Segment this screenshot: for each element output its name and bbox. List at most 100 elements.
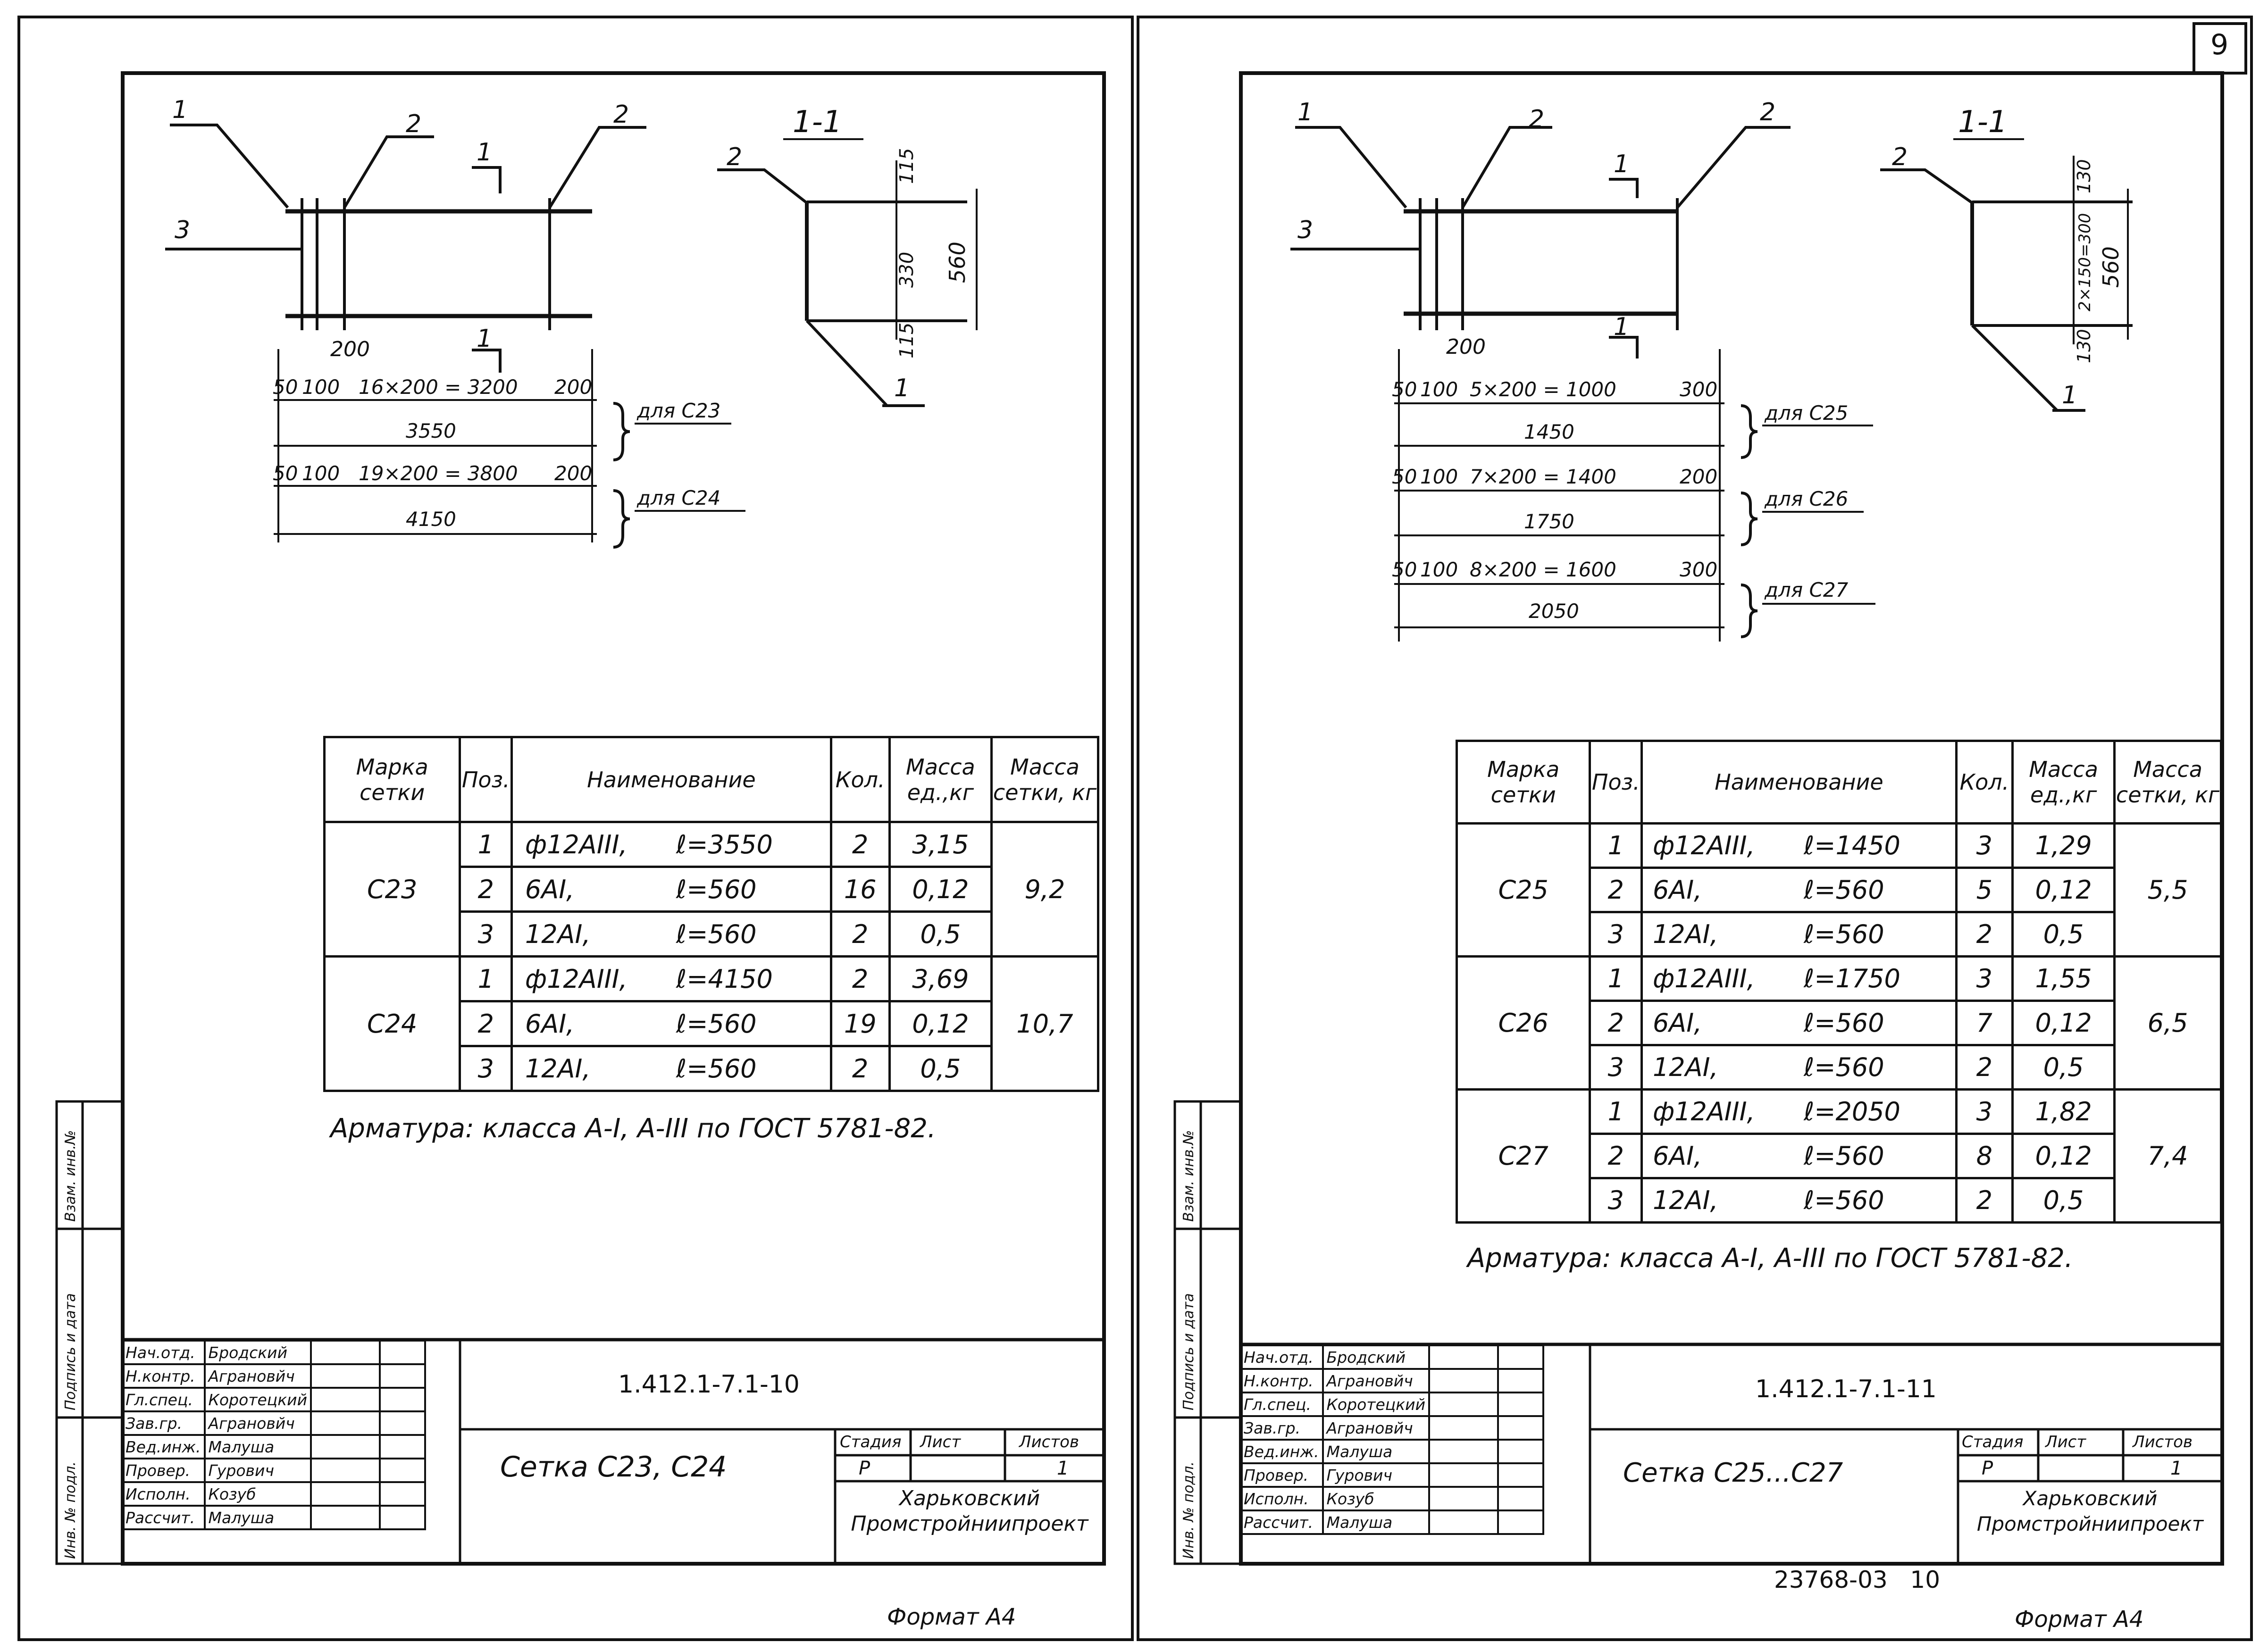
s1-section-callout-1: 1 — [894, 374, 910, 402]
s1-g1-r0-pos: 1 — [459, 955, 513, 1002]
s2-section-title: 1-1 — [1958, 105, 2008, 140]
s2-g2-r2-unit: 0,5 — [2011, 1177, 2116, 1224]
s1-sec-dim-mid: 330 — [896, 252, 918, 288]
s2-g2-r2-len: ℓ=560 — [1803, 1185, 1884, 1215]
s2-row3-p4: 300 — [1680, 558, 1717, 581]
s1-g1-r2-len: ℓ=560 — [676, 1053, 757, 1084]
s2-row2-p3: 7×200 = 1400 — [1470, 465, 1616, 488]
s2-g1-r0-unit: 1,55 — [2011, 955, 2116, 1002]
s2-sec-dim-total: 560 — [2098, 246, 2124, 288]
s1-g1-r0-qty: 2 — [829, 955, 891, 1002]
s1-sheets-h: Листов — [1019, 1433, 1080, 1451]
s2-sec-dim-mid: 2×150=300 — [2076, 213, 2094, 311]
s1-g0-r0-unit: 3,15 — [888, 821, 993, 868]
s1-sec-dim-bot: 115 — [896, 323, 918, 359]
s2-g1-mark: С26 — [1455, 955, 1591, 1091]
s1-sheets-v: 1 — [1057, 1458, 1069, 1479]
s2-g0-r0-qty: 3 — [1955, 822, 2014, 869]
s1-g1-r1-unit: 0,12 — [888, 1000, 993, 1047]
s1-g0-r0-pos: 1 — [459, 821, 513, 868]
s2-g0-r2-qty: 2 — [1955, 911, 2014, 958]
s1-callout-2b: 2 — [613, 100, 629, 129]
s1-section-mark-top: 1 — [477, 138, 492, 167]
s1-stamp-people: Нач.отд.Бродский Н.контр.Аграновйч Гл.сп… — [121, 1340, 427, 1530]
s2-stage-v: Р — [1982, 1458, 1993, 1479]
s2-g0-r2-pos: 3 — [1589, 911, 1643, 958]
s2-callout-1: 1 — [1297, 98, 1313, 126]
s2-g1-r1-qty: 7 — [1955, 1000, 2014, 1046]
s1-callout-1: 1 — [172, 96, 188, 124]
s1-row2-p1: 50 — [273, 462, 298, 485]
s2-g0-mass: 5,5 — [2113, 822, 2222, 958]
s1-stage-v: Р — [859, 1458, 870, 1479]
s1-h-mass: Масса сетки, кг — [990, 736, 1100, 823]
s2-row1-p1: 50 — [1392, 378, 1417, 401]
s2-g0-r2-unit: 0,5 — [2011, 911, 2116, 958]
s2-row2-total: 1750 — [1524, 510, 1574, 533]
s2-section-mark-bottom: 1 — [1614, 313, 1629, 341]
s2-row2-p2: 100 — [1420, 465, 1458, 488]
s2-h-mark: Марка сетки — [1455, 740, 1591, 825]
s2-row1-total: 1450 — [1524, 420, 1574, 443]
s1-g1-r2-pos: 3 — [459, 1045, 513, 1092]
s2-callout-2a: 2 — [1529, 105, 1544, 133]
s1-doc-title: Сетка С23, С24 — [500, 1451, 727, 1484]
s1-h-name: Наименование — [511, 736, 832, 823]
s1-doc-code: 1.412.1-7.1-10 — [618, 1370, 800, 1399]
s1-g1-mass: 10,7 — [990, 955, 1100, 1092]
s2-callout-3: 3 — [1297, 216, 1313, 244]
s2-g2-r1-qty: 8 — [1955, 1133, 2014, 1179]
s2-row3-p3: 8×200 = 1600 — [1470, 558, 1616, 581]
s1-g1-r1-name: 6АI, — [525, 1009, 575, 1039]
s2-g0-r0-unit: 1,29 — [2011, 822, 2116, 869]
s1-g0-r2-len: ℓ=560 — [676, 919, 757, 949]
s1-g0-r2-unit: 0,5 — [888, 910, 993, 958]
s2-row3-brace: для С27 — [1764, 578, 1849, 601]
s2-g0-r0-pos: 1 — [1589, 822, 1643, 869]
s1-callout-3: 3 — [175, 216, 190, 244]
s1-g0-r0-qty: 2 — [829, 821, 891, 868]
s2-g2-mark: С27 — [1455, 1088, 1591, 1224]
s2-g1-r2-unit: 0,5 — [2011, 1044, 2116, 1091]
s2-sheet-h: Лист — [2045, 1433, 2086, 1451]
page-number: 9 — [2210, 28, 2229, 61]
s1-sheet-h: Лист — [920, 1433, 961, 1451]
s1-row1-p4: 200 — [554, 375, 592, 399]
s1-g1-r2-name: 12АI, — [525, 1053, 591, 1084]
s1-row2-p3: 19×200 = 3800 — [359, 462, 518, 485]
s1-g1-r0-name: ф12АIII, — [525, 964, 628, 994]
s1-g1-r2-unit: 0,5 — [888, 1045, 993, 1092]
s2-section-callout-2: 2 — [1892, 143, 1908, 171]
s2-g0-r1-unit: 0,12 — [2011, 867, 2116, 913]
s2-g0-r1-name: 6АI, — [1652, 875, 1702, 905]
s2-row1-p3: 5×200 = 1000 — [1470, 378, 1616, 401]
s2-g1-r1-pos: 2 — [1589, 1000, 1643, 1046]
s2-g2-r1-pos: 2 — [1589, 1133, 1643, 1179]
s2-g1-r0-qty: 3 — [1955, 955, 2014, 1002]
s1-spec-table: Марка сетки Поз. Наименование Кол. Масса… — [323, 736, 1100, 1092]
s1-spacing: 200 — [330, 337, 370, 361]
s2-row1-p2: 100 — [1420, 378, 1458, 401]
s2-g0-r1-len: ℓ=560 — [1803, 875, 1884, 905]
s1-row1-p2: 100 — [302, 375, 340, 399]
s1-h-mark: Марка сетки — [323, 736, 461, 823]
s2-h-qty: Кол. — [1955, 740, 2014, 825]
s1-g0-r1-qty: 16 — [829, 866, 891, 913]
s2-row3-p1: 50 — [1392, 558, 1417, 581]
s2-callout-2b: 2 — [1760, 98, 1775, 126]
s2-g1-r1-name: 6АI, — [1652, 1008, 1702, 1038]
s2-format: Формат А4 — [2015, 1606, 2144, 1633]
s2-archive-number: 23768-03 10 — [1774, 1566, 1941, 1593]
s1-stage-h: Стадия — [840, 1433, 902, 1451]
s1-sec-dim-total: 560 — [945, 242, 970, 283]
s2-g0-mark: С25 — [1455, 822, 1591, 958]
s2-g1-r2-qty: 2 — [1955, 1044, 2014, 1091]
s2-row3-total: 2050 — [1529, 600, 1579, 623]
s1-g1-r0-unit: 3,69 — [888, 955, 993, 1002]
s2-row2-p1: 50 — [1392, 465, 1417, 488]
